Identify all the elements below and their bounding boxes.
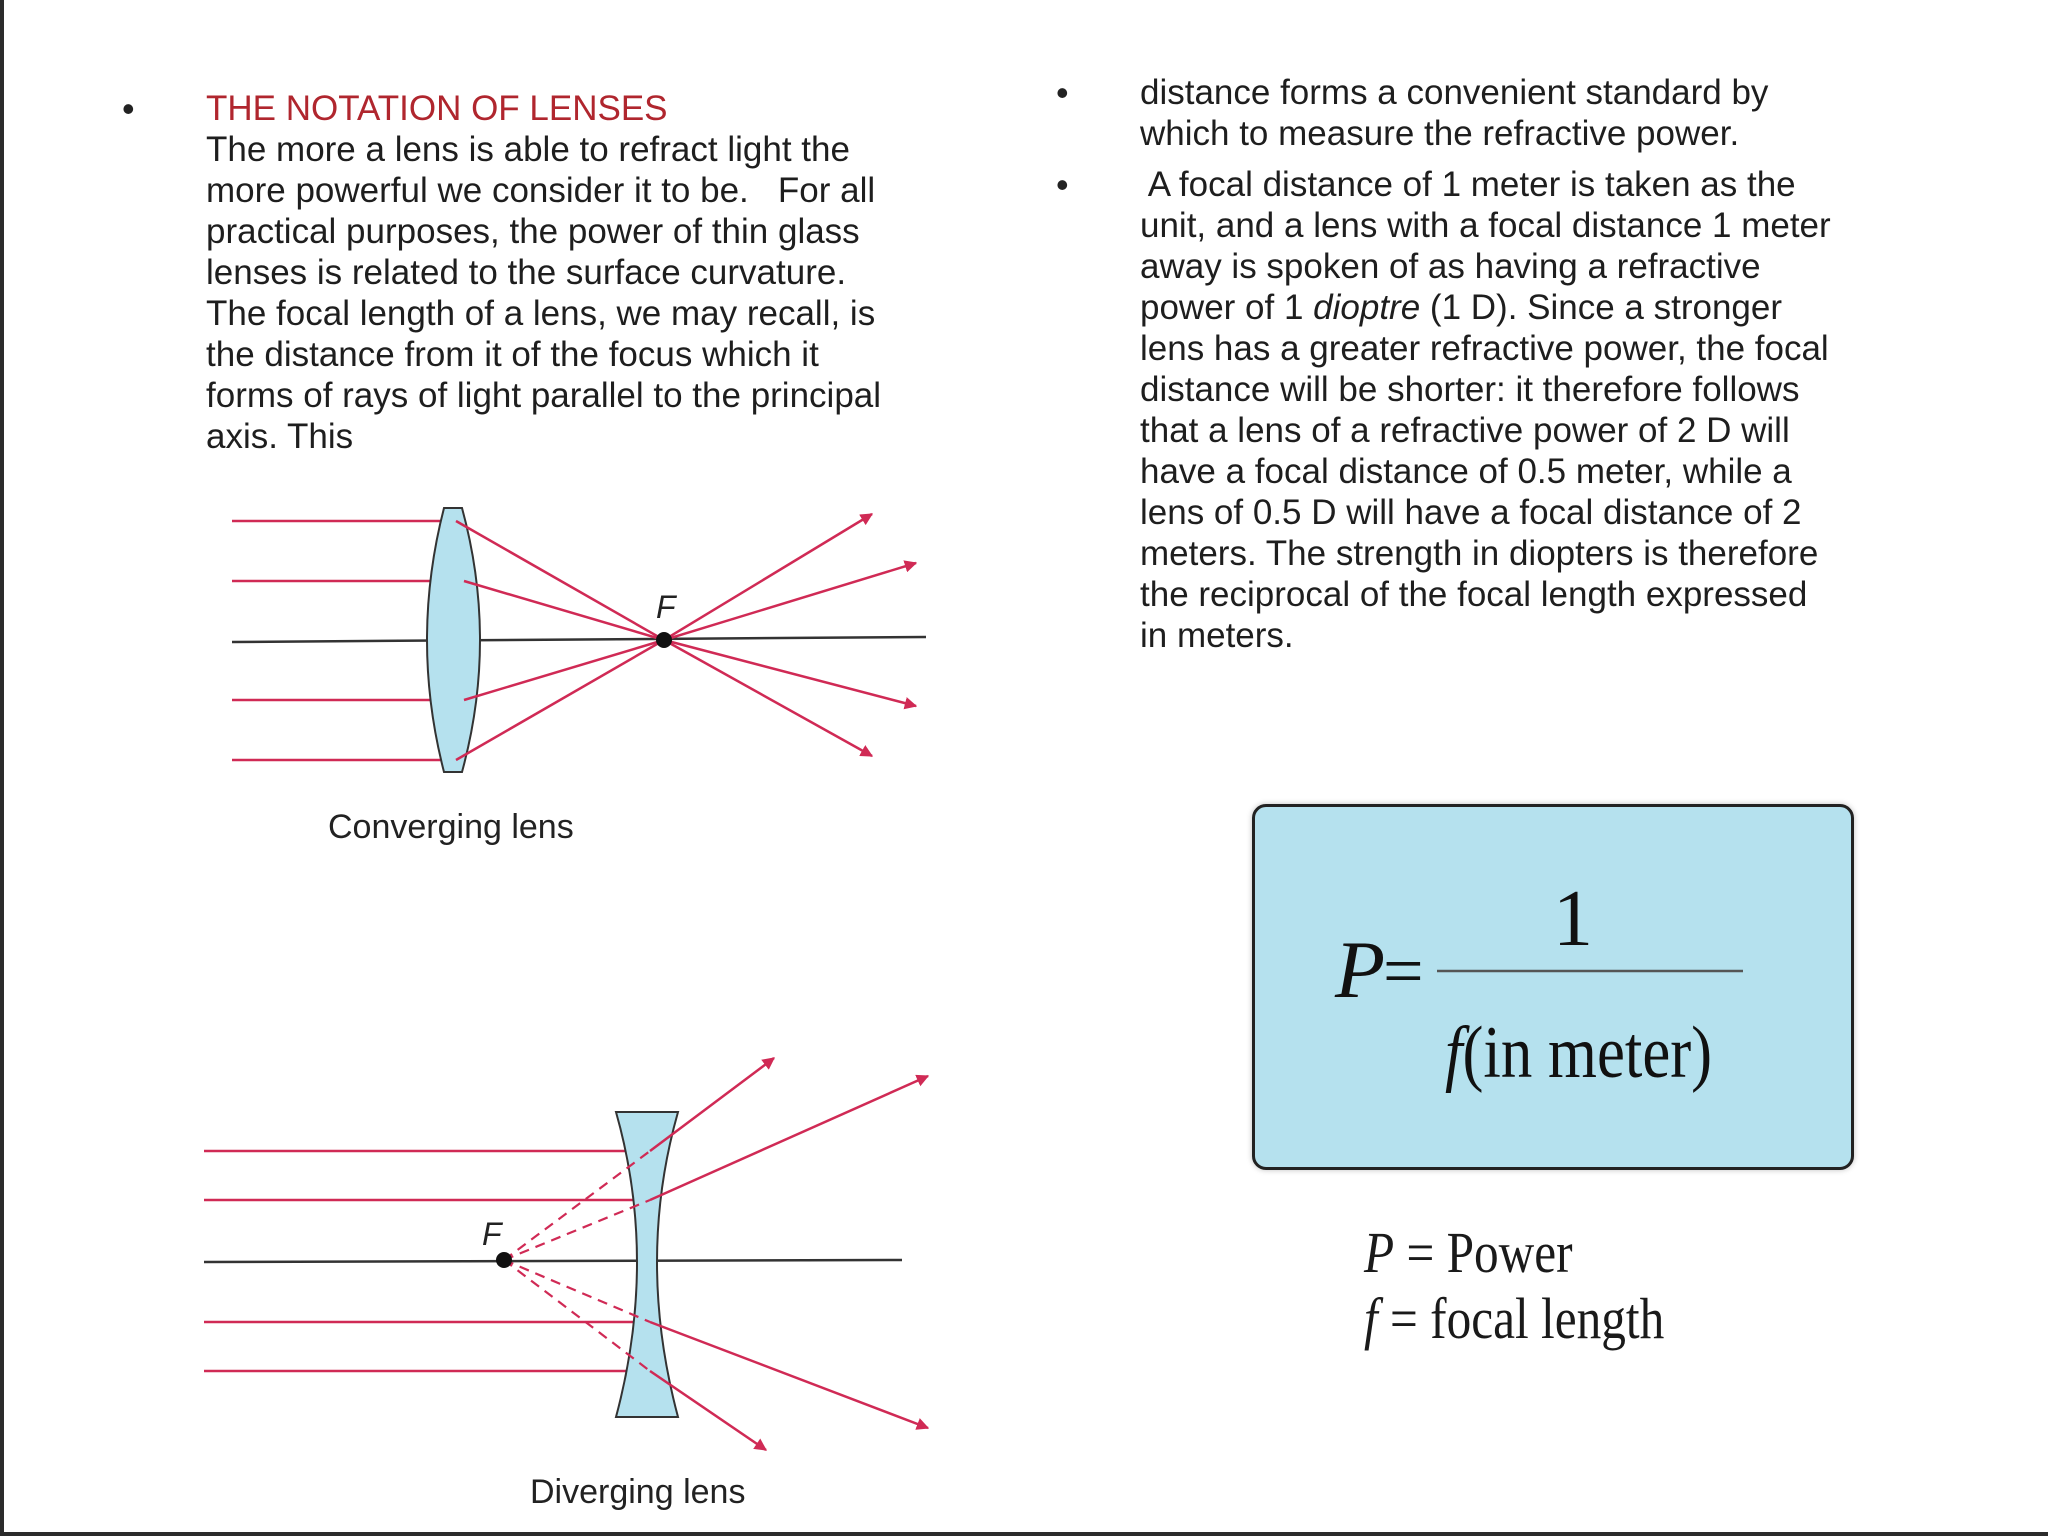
bullet-item-dioptre: • A focal distance of 1 meter is taken a… (1056, 164, 1956, 656)
converging-lens-diagram: F Converging lens (231, 507, 927, 846)
diverging-caption: Diverging lens (530, 1473, 745, 1511)
text-line: away is spoken of as having a refractive (1140, 247, 1761, 286)
incident-rays (232, 519, 450, 762)
text-line: that a lens of a refractive power of 2 D… (1140, 411, 1790, 450)
text-line: more powerful we consider it to be. For … (206, 171, 876, 210)
text-line: forms of rays of light parallel to the p… (206, 376, 882, 415)
text-line: in meters. (1140, 616, 1294, 655)
text-line: which to measure the refractive power. (1140, 114, 1740, 153)
bullet-paragraph: distance forms a convenient standard by … (1140, 72, 1956, 154)
power-formula-box: P = 1 f(in meter) (1252, 804, 1854, 1170)
section-heading: THE NOTATION OF LENSES (206, 89, 668, 128)
formula-numerator: 1 (1553, 875, 1593, 963)
text-line: unit, and a lens with a focal distance 1… (1140, 206, 1831, 245)
text-line: power of 1 dioptre (1 D). Since a strong… (1140, 287, 1956, 328)
text-line: lens of 0.5 D will have a focal distance… (1140, 493, 1802, 532)
legend-power: P = Power (1364, 1220, 1664, 1286)
principal-axis (231, 635, 927, 644)
text-line: distance forms a convenient standard by (1140, 73, 1769, 112)
refracted-rays (455, 512, 918, 762)
text-line: A focal distance of 1 meter is taken as … (1140, 165, 1796, 204)
text-line: lenses is related to the surface curvatu… (206, 253, 847, 292)
text-segment: (1 D). Since a stronger (1420, 288, 1782, 327)
text-line: distance will be shorter: it therefore f… (1140, 370, 1800, 409)
principal-axis (203, 1258, 903, 1264)
formula-lhs: P (1334, 924, 1385, 1015)
text-line: practical purposes, the power of thin gl… (206, 212, 860, 251)
text-line: have a focal distance of 0.5 meter, whil… (1140, 452, 1792, 491)
text-line: lens has a greater refractive power, the… (1140, 329, 1829, 368)
text-line: axis. This (206, 417, 354, 456)
text-segment: power of 1 (1140, 288, 1314, 327)
legend-focal-length: f = focal length (1364, 1286, 1664, 1352)
formula-denominator: f(in meter) (1445, 1011, 1712, 1093)
focal-point (656, 632, 672, 648)
text-line: meters. The strength in diopters is ther… (1140, 534, 1819, 573)
focal-symbol: f (1364, 1286, 1378, 1351)
formula-equals: = (1383, 931, 1424, 1011)
left-column: • THE NOTATION OF LENSES The more a lens… (122, 88, 1022, 457)
incident-rays (204, 1149, 644, 1373)
focus-label: F (482, 1216, 504, 1252)
focal-point (496, 1252, 512, 1268)
text-line: The more a lens is able to refract light… (206, 130, 850, 169)
power-definition: = Power (1394, 1220, 1573, 1285)
text-line: the distance from it of the focus which … (206, 335, 819, 374)
focus-label: F (656, 589, 678, 625)
denominator-rest: (in meter) (1462, 1011, 1712, 1093)
slide: • THE NOTATION OF LENSES The more a lens… (4, 0, 2048, 1532)
refracted-rays (649, 1057, 930, 1452)
diverging-lens-diagram: F Diverging lens (203, 1057, 930, 1511)
right-column: • distance forms a convenient standard b… (1056, 72, 1956, 656)
text-line: the reciprocal of the focal length expre… (1140, 575, 1808, 614)
bullet-paragraph: A focal distance of 1 meter is taken as … (1140, 164, 1956, 656)
bullet-icon: • (122, 88, 135, 129)
dioptre-term: dioptre (1313, 288, 1421, 327)
convex-lens (426, 507, 481, 773)
text-line: The focal length of a lens, we may recal… (206, 294, 876, 333)
bullet-item-standard: • distance forms a convenient standard b… (1056, 72, 1956, 154)
power-formula: P = 1 f(in meter) (1334, 875, 1743, 1093)
bullet-item-notation: • THE NOTATION OF LENSES The more a lens… (122, 88, 1022, 457)
bullet-icon: • (1056, 164, 1069, 205)
formula-legend: P = Power f = focal length (1364, 1220, 1717, 1352)
converging-caption: Converging lens (328, 808, 574, 846)
focal-definition: = focal length (1377, 1286, 1665, 1351)
bullet-icon: • (1056, 72, 1069, 113)
power-symbol: P (1364, 1220, 1395, 1285)
intro-paragraph: The more a lens is able to refract light… (206, 129, 1022, 457)
virtual-rays (503, 1150, 651, 1372)
